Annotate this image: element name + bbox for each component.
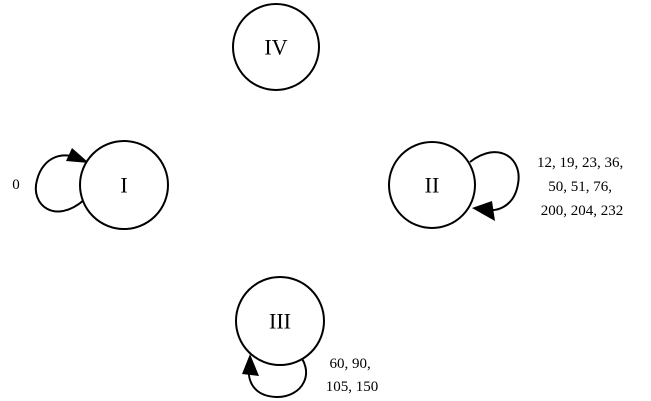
node-ii-loop-label-line-3: 200, 204, 232 (541, 203, 624, 219)
node-i-label: I (120, 173, 127, 198)
node-iii-circle (235, 276, 325, 366)
node-iii-loop-label: 60, 90, 105, 150 (326, 356, 379, 395)
node-ii-loop-label-line-2: 50, 51, 76, (548, 179, 612, 195)
node-ii-loop-arrowhead (472, 201, 495, 221)
node-ii-circle (388, 141, 476, 229)
node-i-loop-label-line: 0 (12, 177, 20, 193)
node-iii-self-loop (247, 349, 307, 399)
node-iii-loop-label-line-1: 60, 90, (330, 356, 371, 372)
node-ii: II 12, 19, 23, 36, 50, 51, 76, 200, 204,… (388, 141, 627, 229)
node-ii-label: II (425, 173, 440, 198)
node-iii: III 60, 90, 105, 150 (235, 276, 379, 399)
node-i: I 0 (12, 140, 169, 230)
node-iii-label: III (269, 309, 291, 334)
node-i-loop-arrowhead (66, 148, 89, 163)
node-ii-loop-label: 12, 19, 23, 36, 50, 51, 76, 200, 204, 23… (537, 155, 627, 219)
node-i-circle (79, 140, 169, 230)
node-iv-circle (232, 3, 320, 91)
node-iii-loop-arrowhead (242, 354, 259, 376)
node-iv: IV (232, 3, 320, 91)
node-iv-label: IV (264, 35, 287, 60)
node-ii-self-loop (469, 151, 520, 212)
node-iii-loop-label-line-2: 105, 150 (326, 379, 379, 395)
node-i-loop-label: 0 (12, 177, 20, 193)
node-ii-loop-label-line-1: 12, 19, 23, 36, (537, 155, 623, 171)
node-i-self-loop (34, 154, 85, 213)
